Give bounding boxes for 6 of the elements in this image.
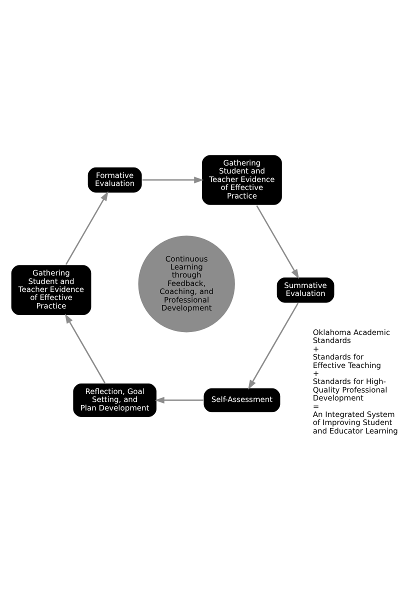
arrow: [142, 176, 204, 183]
arrow: [256, 204, 300, 278]
arrow: [248, 302, 299, 390]
arrow: [64, 313, 106, 383]
arrow: [154, 396, 204, 404]
arrow: [65, 190, 108, 264]
